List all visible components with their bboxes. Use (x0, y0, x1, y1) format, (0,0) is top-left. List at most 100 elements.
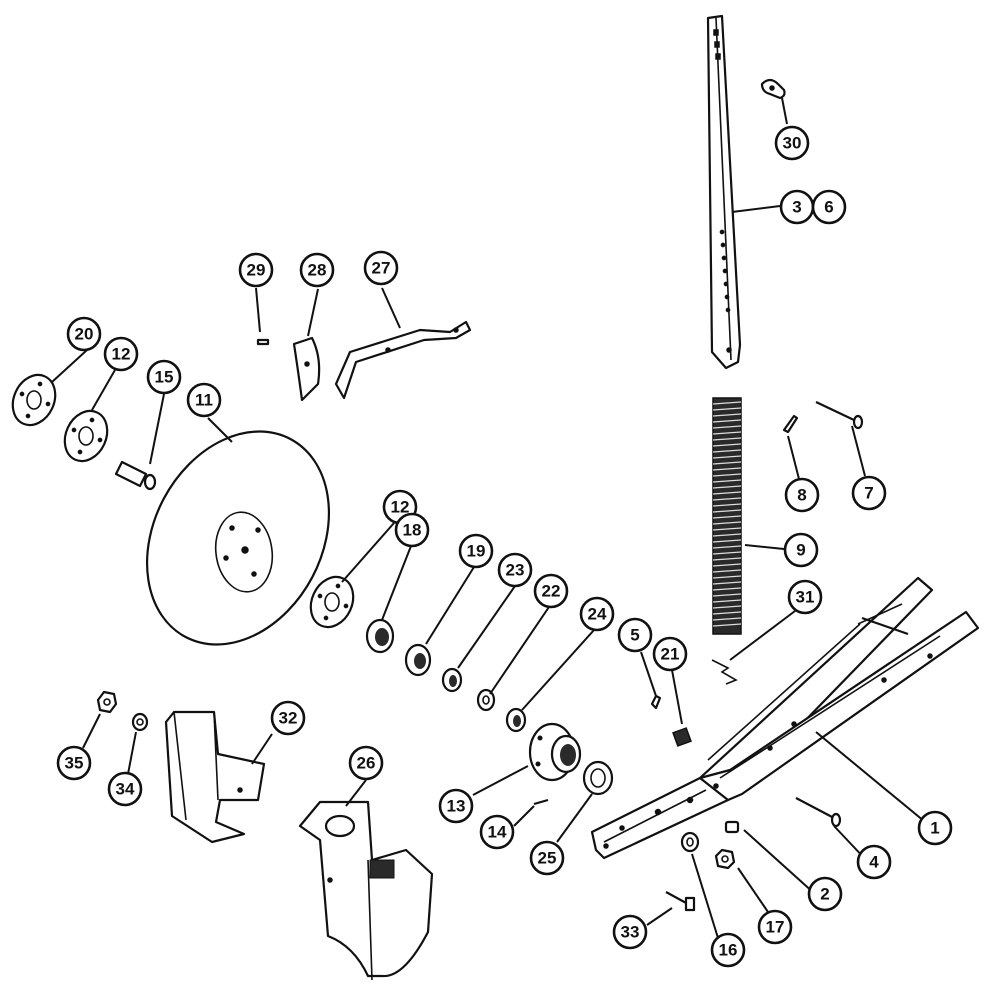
leader-lines (51, 97, 931, 939)
callout-33[interactable]: 33 (612, 914, 648, 950)
svg-text:18: 18 (403, 521, 422, 540)
svg-text:9: 9 (796, 541, 805, 560)
svg-text:1: 1 (930, 819, 939, 838)
svg-text:34: 34 (116, 780, 135, 799)
svg-text:24: 24 (588, 605, 607, 624)
svg-text:12: 12 (391, 498, 410, 517)
svg-text:11: 11 (195, 391, 213, 410)
nut-part-35 (96, 690, 118, 714)
callout-5[interactable]: 5 (617, 617, 653, 653)
svg-text:21: 21 (661, 645, 680, 664)
seal-part-19 (404, 643, 432, 677)
callout-27[interactable]: 27 (363, 250, 399, 286)
callout-4[interactable]: 4 (856, 844, 892, 880)
svg-text:6: 6 (824, 198, 833, 217)
svg-text:23: 23 (506, 561, 525, 580)
svg-text:16: 16 (719, 941, 738, 960)
callout-26[interactable]: 26 (348, 745, 384, 781)
svg-text:35: 35 (65, 754, 84, 773)
callout-6[interactable]: 6 (811, 189, 847, 225)
svg-text:4: 4 (869, 853, 879, 872)
callout-29[interactable]: 29 (238, 252, 274, 288)
svg-text:22: 22 (542, 582, 561, 601)
bearing-part-23 (441, 667, 463, 693)
svg-text:30: 30 (783, 134, 802, 153)
callout-17[interactable]: 17 (757, 909, 793, 945)
svg-text:20: 20 (75, 325, 94, 344)
svg-text:3: 3 (792, 198, 801, 217)
callout-14[interactable]: 14 (479, 814, 515, 850)
callout-16[interactable]: 16 (710, 932, 746, 968)
rod-part-3 (706, 14, 742, 370)
bearing-part-18 (365, 618, 395, 654)
svg-text:2: 2 (820, 885, 829, 904)
svg-text:7: 7 (864, 484, 873, 503)
callout-7[interactable]: 7 (851, 475, 887, 511)
callout-19[interactable]: 19 (458, 533, 494, 569)
svg-text:17: 17 (766, 918, 785, 937)
bushing-part-21 (672, 727, 692, 747)
clip-part-30 (760, 78, 786, 100)
callout-32[interactable]: 32 (270, 700, 306, 736)
callout-11[interactable]: 11 (186, 382, 222, 418)
callout-22[interactable]: 22 (533, 573, 569, 609)
callout-28[interactable]: 28 (299, 252, 335, 288)
screw-part-29 (256, 338, 270, 346)
bolt-part-4 (795, 797, 842, 828)
callout-21[interactable]: 21 (652, 636, 688, 672)
shank-part-26 (298, 800, 434, 981)
pin-part-8 (782, 414, 799, 434)
callout-13[interactable]: 13 (438, 788, 474, 824)
callout-2[interactable]: 2 (807, 876, 843, 912)
washer-part-22 (476, 688, 496, 712)
bolt-part-14 (533, 798, 549, 806)
svg-text:19: 19 (467, 542, 486, 561)
callout-15[interactable]: 15 (146, 359, 182, 395)
callout-12-left[interactable]: 12 (103, 336, 139, 372)
nut-part-34 (131, 712, 149, 732)
spring-part-9 (712, 397, 742, 635)
washer-part-25 (582, 760, 614, 796)
bolt-part-7 (815, 401, 864, 430)
gasket-part-20 (11, 373, 57, 427)
callout-31[interactable]: 31 (787, 579, 823, 615)
callout-1[interactable]: 1 (917, 810, 953, 846)
svg-text:33: 33 (621, 923, 640, 942)
gasket-part-12-right (309, 575, 355, 629)
svg-text:15: 15 (155, 368, 174, 387)
spring-clip-part-31 (711, 659, 738, 685)
frame-arm-part-1 (590, 576, 980, 860)
pin-part-5 (650, 694, 662, 710)
svg-text:32: 32 (279, 709, 298, 728)
seal-part-24 (505, 707, 527, 733)
callout-3[interactable]: 3 (779, 189, 815, 225)
svg-text:31: 31 (796, 588, 815, 607)
svg-text:8: 8 (797, 486, 806, 505)
spindle-bolt-part-15 (114, 460, 157, 491)
callout-8[interactable]: 8 (784, 477, 820, 513)
svg-text:5: 5 (630, 626, 639, 645)
scraper-blade-part-28 (292, 336, 321, 402)
callout-9[interactable]: 9 (783, 532, 819, 568)
callout-23[interactable]: 23 (497, 552, 533, 588)
disc-part-11 (145, 430, 331, 646)
callout-25[interactable]: 25 (529, 840, 565, 876)
callout-30[interactable]: 30 (774, 125, 810, 161)
hub-part-13 (528, 722, 582, 782)
callout-34[interactable]: 34 (107, 771, 143, 807)
callout-24[interactable]: 24 (579, 596, 615, 632)
svg-text:12: 12 (112, 345, 131, 364)
callout-20[interactable]: 20 (66, 316, 102, 352)
boot-part-32 (164, 710, 266, 844)
svg-text:29: 29 (247, 261, 266, 280)
nut-part-17 (714, 848, 736, 870)
bolt-part-2 (724, 820, 740, 834)
bolt-part-33 (665, 891, 696, 912)
svg-text:27: 27 (372, 259, 391, 278)
gasket-part-12-left (63, 409, 109, 463)
callout-35[interactable]: 35 (56, 745, 92, 781)
scraper-bracket-part-27 (334, 320, 472, 400)
callout-18[interactable]: 18 (394, 512, 430, 548)
svg-text:28: 28 (308, 261, 327, 280)
